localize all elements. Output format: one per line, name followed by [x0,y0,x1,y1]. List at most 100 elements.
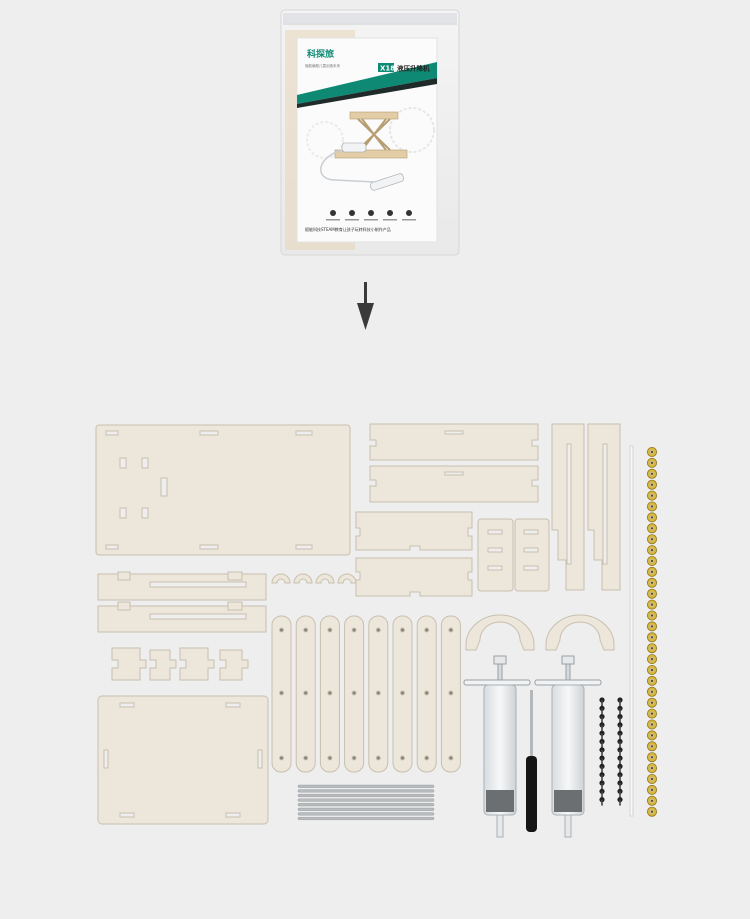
brass-nut [647,621,658,632]
brass-nut [647,501,658,512]
screw [599,722,605,731]
u-bracket-2 [545,614,615,651]
brass-nut-column [647,446,658,817]
brass-nut [647,752,658,763]
syringe-1 [463,655,531,838]
connector-clips [111,647,249,681]
slide-rail-2 [97,601,267,633]
screw [599,738,605,748]
scissor-arm-strip [295,615,316,773]
brass-nut [647,588,658,599]
side-board-1 [369,423,539,461]
upright-1 [551,423,585,591]
brass-nut [647,457,658,468]
brass-nut [647,523,658,534]
package-model: X18 [380,65,395,73]
screw [617,755,623,765]
brass-nut [647,675,658,686]
package-product: 液压升降机 [397,64,430,73]
brass-nut [647,556,658,567]
notched-board-2 [355,557,473,597]
notched-board-1 [355,511,473,551]
brass-nut [647,490,658,501]
brass-nut [647,468,658,479]
screw [599,714,605,723]
kit-package: 科探旅 赋能编程儿童创造未来 X18 液压升降机 [280,9,460,256]
brass-nut [647,577,658,588]
brass-nut [647,806,658,817]
brass-nut [647,610,658,621]
slide-rail-1 [97,571,267,601]
brass-nut [647,686,658,697]
brass-nut [647,774,658,785]
screws [599,697,623,806]
brass-nut [647,741,658,752]
screw [617,772,623,781]
slotted-block-2 [514,518,550,592]
brass-nut [647,654,658,665]
brass-nut [647,446,658,457]
screw [617,705,623,715]
brass-nut [647,599,658,610]
scissor-arm-strip [271,615,292,773]
base-board [95,424,351,556]
u-bracket-1 [465,614,535,651]
scissor-arm-strip [440,615,461,773]
screw [599,747,605,756]
screw [617,722,623,731]
screw [599,697,605,706]
metal-axle [297,798,435,802]
screw [617,730,623,740]
brass-nut [647,632,658,643]
metal-axle [297,789,435,793]
thin-rod [629,445,634,817]
screw [599,780,605,789]
brass-nut [647,534,658,545]
package-brand: 科探旅 [307,48,334,60]
brass-nut [647,479,658,490]
brass-nut [647,719,658,730]
screw [599,763,605,773]
arrow-down-icon [357,282,374,330]
screw [617,714,623,723]
metal-axle [297,784,435,788]
package-lift-illustration [320,111,408,191]
brass-nut [647,730,658,741]
upright-2 [587,423,621,591]
package-feature-icons [326,210,416,221]
brass-nut [647,665,658,676]
package-label: 科探旅 赋能编程儿童创造未来 X18 液压升降机 [296,37,438,243]
brass-nut [647,512,658,523]
metal-axle [297,812,435,816]
small-washers [271,573,357,584]
scissor-arm-strip [416,615,437,773]
side-board-2 [369,465,539,503]
screw [617,763,623,773]
metal-axles [297,784,435,821]
metal-axle [297,794,435,798]
screwdriver-icon [526,690,537,832]
package-footer: 赋能科技STEAM教育让孩子玩转科技小制作产品 [305,226,391,232]
brass-nut [647,545,658,556]
screw [617,697,623,706]
slotted-block-1 [477,518,514,592]
scissor-arm-strip [392,615,413,773]
scissor-arm-strip [368,615,389,773]
syringe-2 [534,655,602,838]
screw [599,705,605,715]
metal-axle [297,817,435,821]
screw [617,738,623,748]
screw [599,772,605,781]
package-tagline: 赋能编程儿童创造未来 [305,63,340,68]
metal-axle [297,803,435,807]
screw [599,788,605,798]
screw [599,755,605,765]
screw [599,730,605,740]
screw [617,788,623,798]
brass-nut [647,795,658,806]
scissor-arm-strips [271,615,461,773]
scissor-arm-strip [319,615,340,773]
brass-nut [647,708,658,719]
top-platform-board [97,695,269,825]
